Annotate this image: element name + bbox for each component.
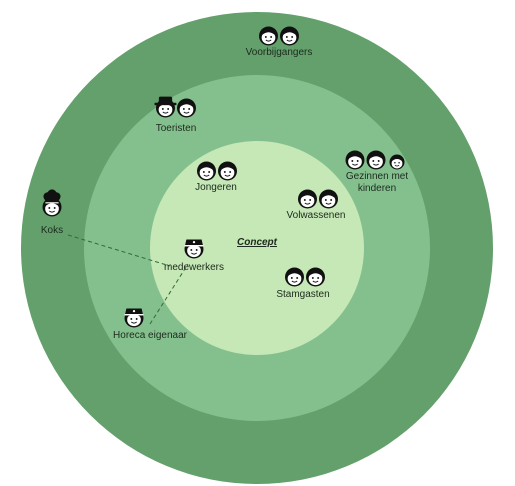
connector-horeca-medewerkers xyxy=(149,263,189,325)
connector-koks-medewerkers xyxy=(67,234,171,267)
connector-lines xyxy=(67,234,189,325)
stakeholder-icons xyxy=(42,26,405,328)
cap-person-icon xyxy=(184,239,204,259)
hat-person-icon xyxy=(154,96,177,118)
label-jongeren: Jongeren xyxy=(195,182,237,193)
person-icon xyxy=(197,161,216,181)
child-icon xyxy=(389,154,405,170)
person-icon xyxy=(177,98,196,118)
label-horeca-eigenaar: Horeca eigenaar xyxy=(113,330,187,341)
person-icon xyxy=(319,189,338,209)
person-icon xyxy=(366,150,386,170)
concept-label: Concept xyxy=(237,237,277,248)
label-voorbijgangers: Voorbijgangers xyxy=(245,47,313,58)
person-icon xyxy=(298,189,317,209)
person-icon xyxy=(218,161,237,181)
label-stamgasten: Stamgasten xyxy=(276,289,330,300)
person-icon xyxy=(280,26,299,46)
label-medewerkers: medewerkers xyxy=(163,262,225,273)
label-toeristen: Toeristen xyxy=(155,123,197,134)
person-icon xyxy=(306,267,325,287)
cap-person-icon xyxy=(124,308,144,328)
label-gezinnen: Gezinnen met kinderen xyxy=(345,171,409,194)
label-koks: Koks xyxy=(40,225,64,236)
label-volwassenen: Volwassenen xyxy=(286,210,346,221)
chef-icon xyxy=(42,189,62,217)
person-icon xyxy=(345,150,365,170)
person-icon xyxy=(285,267,304,287)
person-icon xyxy=(259,26,278,46)
